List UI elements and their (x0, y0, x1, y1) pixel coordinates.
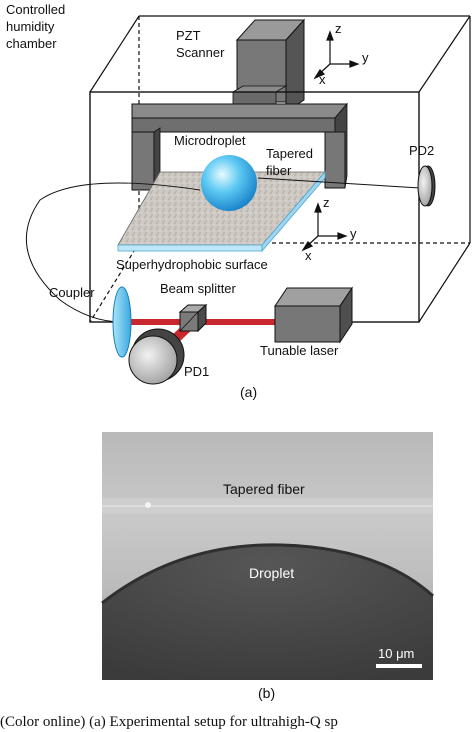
droplet-shape (102, 544, 433, 680)
pd1-label: PD1 (184, 364, 209, 379)
beam-splitter-label: Beam splitter (160, 281, 237, 296)
chamber-label-3: chamber (6, 36, 57, 51)
tapered-fiber-label-1: Tapered (266, 146, 313, 161)
pd2-label: PD2 (409, 143, 434, 158)
axis-bottom-y: y (350, 226, 357, 241)
scale-bar (376, 664, 422, 668)
droplet-photo-label: Droplet (249, 565, 294, 581)
bracket (131, 102, 349, 191)
coupler-label: Coupler (49, 285, 95, 300)
scanner-label-1: PZT (176, 28, 201, 43)
beam-splitter-cube (178, 303, 208, 333)
axis-bottom-z: z (323, 195, 330, 210)
scale-bar-label: 10 μm (378, 646, 414, 661)
axis-top-z: z (335, 21, 342, 36)
panel-a-tag: (a) (240, 384, 257, 400)
tapered-fiber-photo-label: Tapered fiber (223, 481, 305, 497)
panel-a: Controlled humidity chamber PZT Scanner … (6, 2, 471, 400)
tapered-fiber-line (25, 182, 201, 323)
panel-b-tag: (b) (258, 685, 275, 701)
fiber-to-pd2 (257, 177, 421, 189)
microdroplet-label: Microdroplet (174, 133, 246, 148)
pd1-detector (128, 328, 185, 385)
chamber-label-1: Controlled (6, 2, 65, 17)
axes-top (313, 30, 360, 80)
pzt-scanner (231, 18, 306, 113)
axis-top-x: x (319, 72, 326, 87)
surface-label: Superhydrophobic surface (116, 257, 268, 272)
scanner-label-2: Scanner (176, 45, 225, 60)
pd2-detector (417, 165, 436, 207)
figure-caption: (Color online) (a) Experimental setup fo… (0, 714, 338, 730)
superhydrophobic-surface (117, 170, 326, 253)
tunable-laser-box (274, 286, 353, 344)
panel-b: Tapered fiber Droplet 10 μm (b) (101, 432, 435, 701)
microdroplet-sphere (201, 155, 257, 211)
laser-label: Tunable laser (260, 343, 339, 358)
axes-bottom (301, 202, 348, 252)
axis-bottom-x: x (305, 248, 312, 263)
chamber-label-2: humidity (6, 19, 55, 34)
coupler-lens (112, 286, 132, 358)
axis-top-y: y (362, 50, 369, 65)
tapered-fiber-label-2: fiber (266, 163, 292, 178)
